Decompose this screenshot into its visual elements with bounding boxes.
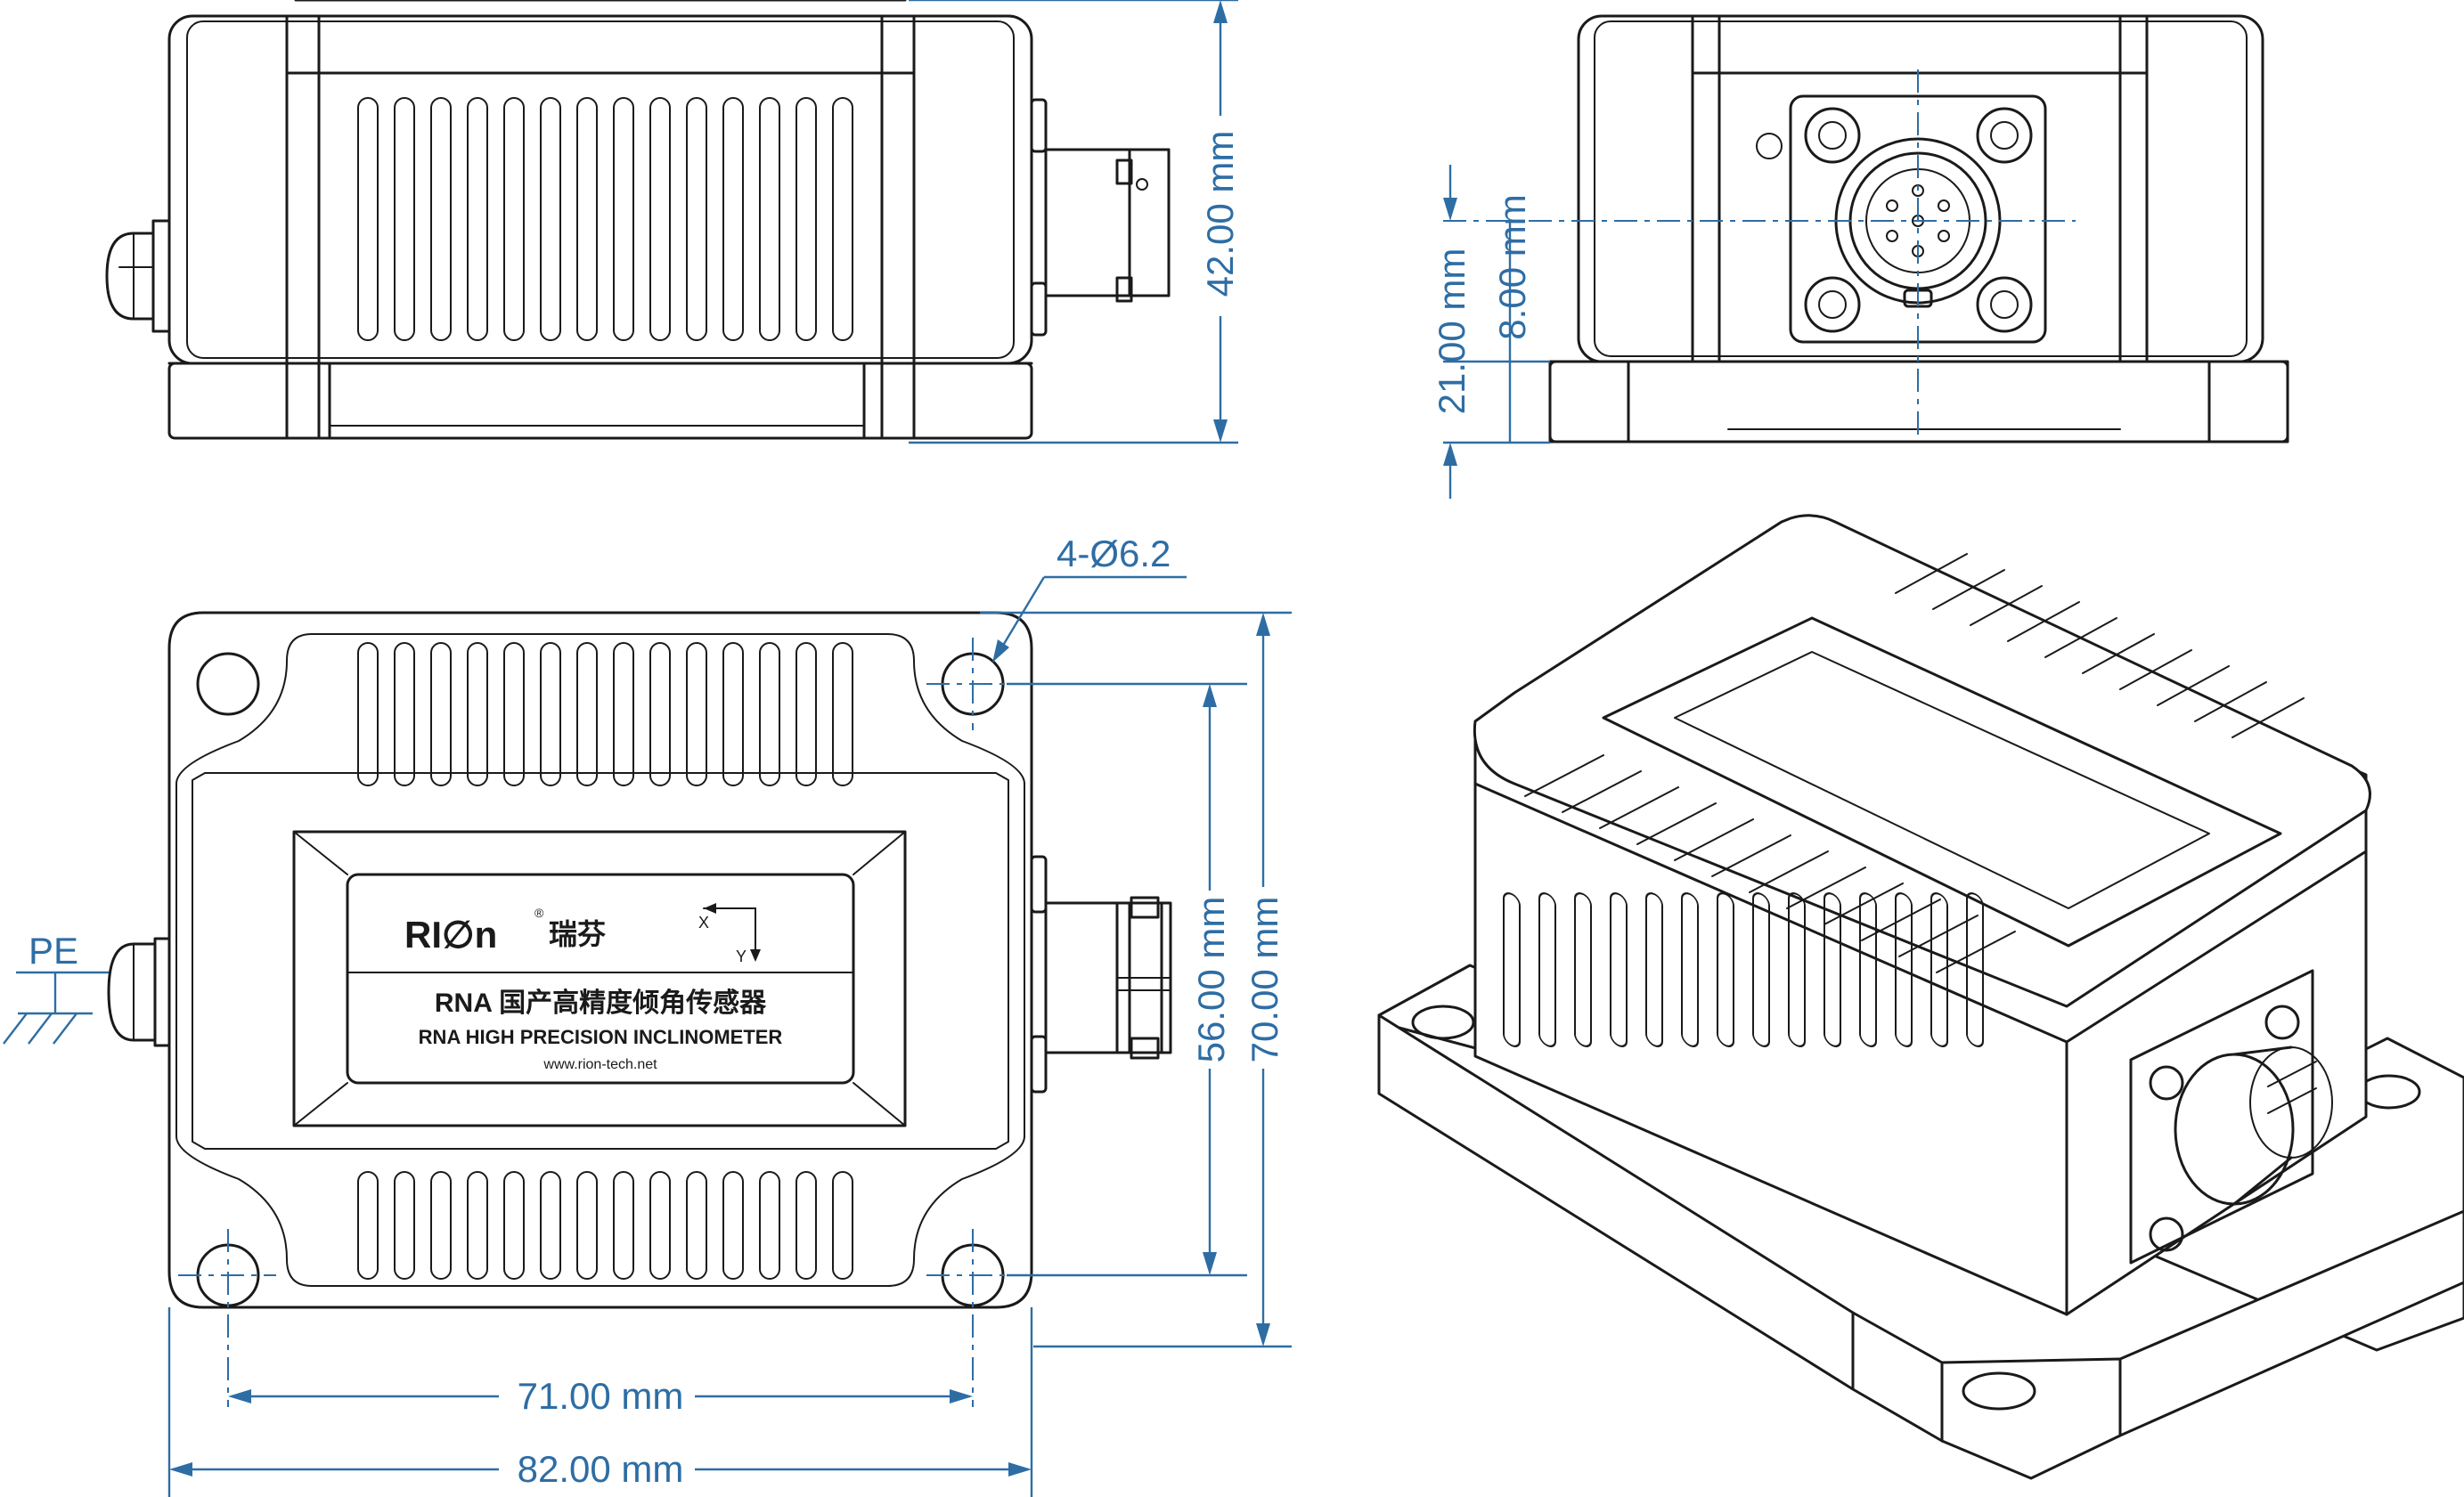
top-view-holes — [196, 652, 1005, 1307]
overall-length-y-dimension: 70.00 mm — [1244, 897, 1285, 1063]
isometric-label-plate — [1602, 616, 2282, 948]
screw-icon — [1804, 276, 1861, 333]
brand-logo-text: RI∅n — [404, 914, 497, 956]
axis-x-label: X — [698, 914, 709, 932]
label-title-cn: RNA 国产高精度倾角传感器 — [435, 989, 767, 1018]
label-website: www.rion-tech.net — [543, 1057, 657, 1072]
hole-spacing-y-dimension: 56.00 mm — [1190, 897, 1232, 1063]
isometric-view — [1377, 514, 2464, 1480]
isometric-side-fins — [1503, 892, 1984, 1047]
hole-spacing-x-dimension: 71.00 mm — [518, 1375, 684, 1417]
screw-icon — [1804, 107, 1861, 164]
top-view-ground-gland — [107, 937, 171, 1047]
screw-icon — [1976, 107, 2033, 164]
top-view: RI∅n 瑞芬 ® X Y RNA 国产高精度倾角传感器 RNA HIGH PR… — [3, 533, 1292, 1497]
connector-pins — [1886, 184, 1950, 257]
screw-icon — [1976, 276, 2033, 333]
side-view: 42.00 mm — [105, 0, 1241, 444]
label-plate: RI∅n 瑞芬 ® X Y RNA 国产高精度倾角传感器 RNA HIGH PR… — [292, 830, 907, 1127]
label-title-en: RNA HIGH PRECISION INCLINOMETER — [419, 1026, 783, 1048]
registered-mark: ® — [534, 906, 544, 920]
ground-symbol-icon — [3, 971, 109, 1045]
holes-callout: 4-Ø6.2 — [1057, 533, 1171, 574]
top-view-connector — [1030, 855, 1172, 1094]
connector-offset-dimension: 8.00 mm — [1491, 194, 1533, 339]
isometric-connector — [2129, 969, 2333, 1265]
side-view-ground-gland — [105, 219, 171, 333]
side-view-fins — [357, 97, 853, 341]
axis-marker: X Y — [698, 903, 761, 965]
top-view-fins-upper — [357, 642, 853, 786]
brand-logo: RI∅n 瑞芬 ® — [404, 906, 606, 956]
isometric-top-fins — [1524, 553, 2305, 973]
axis-y-label: Y — [736, 948, 747, 965]
end-view: 8.00 mm 21.00 mm — [1431, 14, 2289, 499]
top-view-fins-lower — [357, 1171, 853, 1280]
overall-width-x-dimension: 82.00 mm — [518, 1448, 684, 1490]
connector-height-dimension: 21.00 mm — [1431, 248, 1473, 415]
side-view-connector — [1030, 98, 1171, 337]
brand-chinese-name: 瑞芬 — [549, 918, 606, 950]
ground-label: PE — [29, 930, 78, 972]
height-dimension: 42.00 mm — [1199, 131, 1241, 297]
